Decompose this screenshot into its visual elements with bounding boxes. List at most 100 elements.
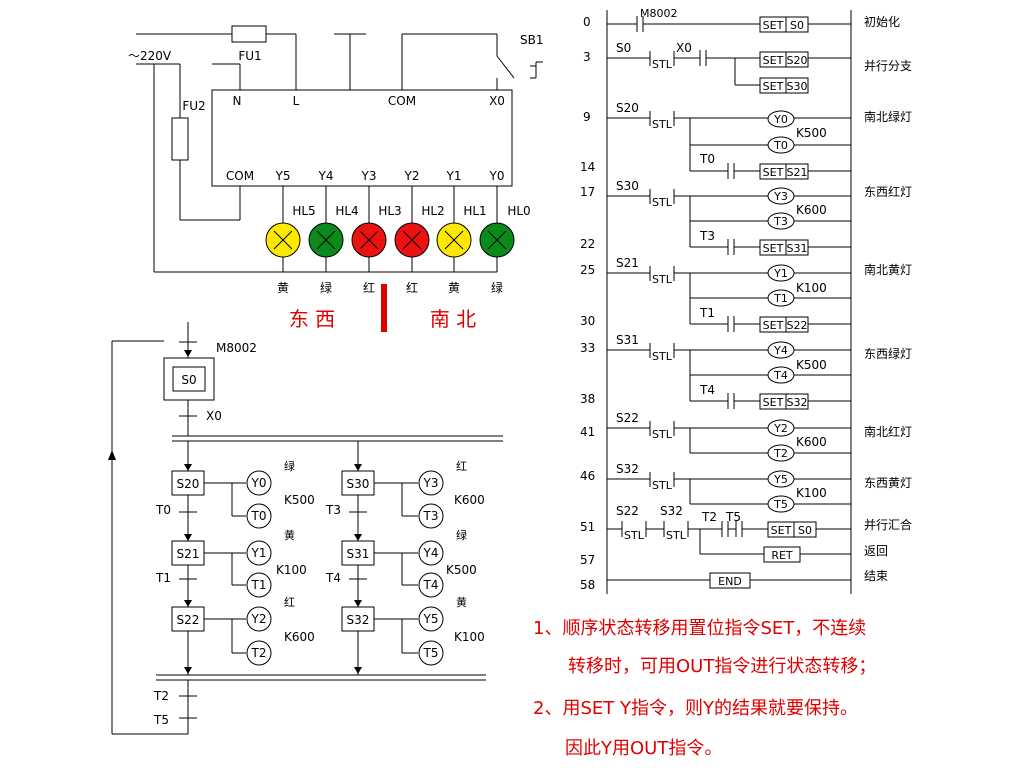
sfc-timer-t4-label: T4 <box>423 578 439 592</box>
stl-label: STL <box>652 118 673 131</box>
stl-label: STL <box>652 58 673 71</box>
set-label: SET <box>763 242 784 255</box>
sfc-timer-t5 <box>418 640 444 666</box>
stl-label: STL <box>652 479 673 492</box>
plc-terminal-y3: Y3 <box>361 169 377 183</box>
coil-label: Y0 <box>773 113 788 126</box>
lamp-hl4-color: 绿 <box>320 280 332 295</box>
plc-terminal-com: COM <box>388 94 416 108</box>
rung-number: 57 <box>580 553 595 567</box>
sfc-step-s31-label: S31 <box>347 547 370 561</box>
plc-terminal-y1: Y1 <box>446 169 462 183</box>
sfc-step-s32 <box>341 606 375 632</box>
set-label: SET <box>763 319 784 332</box>
plc-box <box>211 89 513 187</box>
sfc-output-y0 <box>246 470 272 496</box>
notes: 1、顺序状态转移用置位指令SET，不连续 转移时，可用OUT指令进行状态转移； … <box>533 618 876 759</box>
sfc-step-s20 <box>171 470 205 496</box>
coil-label: T0 <box>773 139 788 152</box>
rung-number: 46 <box>580 469 595 483</box>
sfc-k-s21: K100 <box>276 563 307 577</box>
plc-terminal-y5: Y5 <box>275 169 291 183</box>
rung-comment: 返回 <box>864 544 888 558</box>
timer-preset: K100 <box>796 486 827 500</box>
sfc-step-s22-label: S22 <box>177 613 200 627</box>
stl-label: STL <box>624 529 645 542</box>
stl-step: S32 <box>616 462 639 476</box>
coil-label: T4 <box>773 369 788 382</box>
sfc-step-s30 <box>341 470 375 496</box>
lamp-hl5-color: 黄 <box>277 281 289 295</box>
sfc-transition-t2: T2 <box>153 689 169 703</box>
sfc-output-y4 <box>418 540 444 566</box>
note-line-2: 转移时，可用OUT指令进行状态转移； <box>568 656 876 677</box>
contact-timer: T0 <box>699 152 715 166</box>
rung-number: 22 <box>580 237 595 251</box>
plc-terminal-y4: Y4 <box>318 169 334 183</box>
plc-terminal-y2: Y2 <box>404 169 420 183</box>
sfc-k-s31: K500 <box>446 563 477 577</box>
lamp-hl5-id: HL5 <box>292 204 315 218</box>
ret-label: RET <box>771 549 793 562</box>
merge-stl2: S32 <box>660 504 683 518</box>
sfc-transition-t3: T3 <box>325 503 341 517</box>
stl-label: STL <box>666 529 687 542</box>
note-line-3: 2、用SET Y指令，则Y的结果就要保持。 <box>533 698 858 719</box>
sfc-output-y1-label: Y1 <box>251 546 267 560</box>
sfc-timer-t0-label: T0 <box>251 509 267 523</box>
rung-number: 51 <box>580 520 595 534</box>
coil-label: T2 <box>773 447 788 460</box>
switch-blade <box>496 55 515 79</box>
rung-comment: 并行汇合 <box>864 517 912 532</box>
direction-south-north: 南 北 <box>430 307 476 331</box>
set-label: SET <box>763 396 784 409</box>
timer-preset: K500 <box>796 126 827 140</box>
merge-stl1: S22 <box>616 504 639 518</box>
lamp-hl2-color: 红 <box>406 280 418 295</box>
plc-terminal-l: L <box>293 94 300 108</box>
rung-number: 17 <box>580 185 595 199</box>
rung-number: 9 <box>583 110 591 124</box>
sfc-diagram: M8002 S0 X0 S20 Y0 T0 K500 绿 <box>108 322 503 735</box>
coil-label: Y5 <box>773 473 788 486</box>
sfc-timer-t3 <box>418 503 444 529</box>
lamp-hl0-color: 绿 <box>491 280 503 295</box>
timer-preset: K500 <box>796 358 827 372</box>
sfc-timer-t1-label: T1 <box>251 578 267 592</box>
set-target: S32 <box>787 396 808 409</box>
sfc-output-y5 <box>418 606 444 632</box>
coil-label: Y3 <box>773 190 788 203</box>
stl-step: S21 <box>616 256 639 270</box>
rung-number: 58 <box>580 578 595 592</box>
direction-divider <box>381 284 387 332</box>
sfc-step-s31 <box>341 540 375 566</box>
rung-comment: 东西红灯 <box>864 184 912 199</box>
set-target: S31 <box>787 242 808 255</box>
lamp-hl3: HL3 红 <box>351 186 402 295</box>
rung-number: 0 <box>583 15 591 29</box>
sfc-output-y4-label: Y4 <box>423 546 439 560</box>
plc-terminal-n: N <box>233 94 242 108</box>
sfc-transition-t5: T5 <box>153 713 169 727</box>
timer-preset: K600 <box>796 435 827 449</box>
sfc-output-y0-label: Y0 <box>251 476 267 490</box>
lamp-hl4-id: HL4 <box>335 204 358 218</box>
timer-preset: K600 <box>796 203 827 217</box>
stl-step: S22 <box>616 411 639 425</box>
set-label: SET <box>763 80 784 93</box>
set-label: SET <box>771 524 792 537</box>
set-label: SET <box>763 166 784 179</box>
direction-east-west: 东 西 <box>289 307 335 331</box>
rung-number: 3 <box>583 50 591 64</box>
sfc-transition-t0: T0 <box>155 503 171 517</box>
rung-comment: 结束 <box>864 569 888 583</box>
fuse-fu1 <box>231 25 267 43</box>
rung-number: 41 <box>580 425 595 439</box>
set-target: S22 <box>787 319 808 332</box>
lamp-hl2: HL2 红 <box>394 186 445 295</box>
stl-step: S30 <box>616 179 639 193</box>
contact-timer: T1 <box>699 306 715 320</box>
rung-number: 30 <box>580 314 595 328</box>
rung-comment: 并行分支 <box>864 59 912 73</box>
